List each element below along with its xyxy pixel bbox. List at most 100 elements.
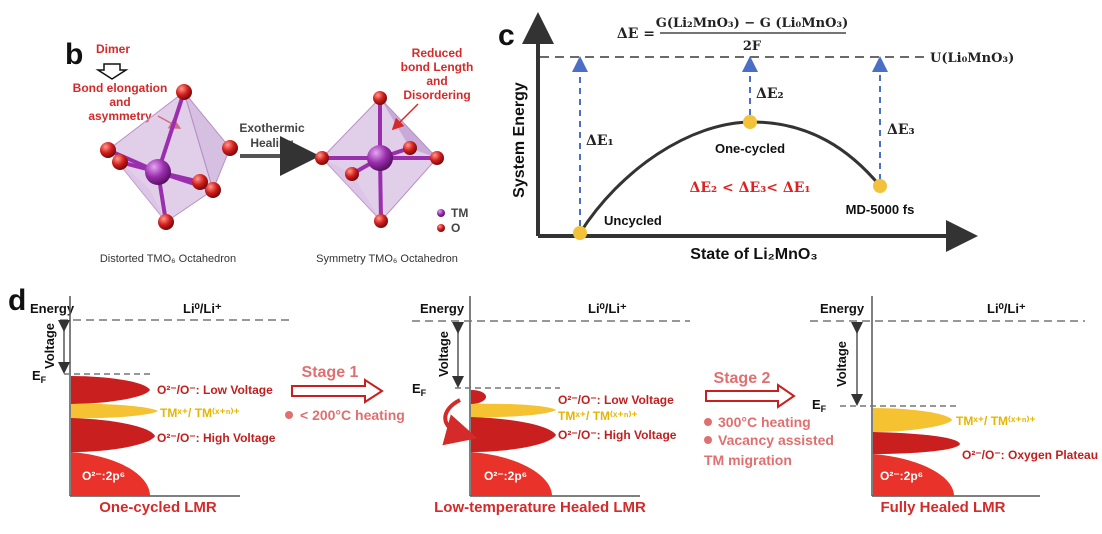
reduced-line4: Disordering	[403, 88, 470, 102]
o2p6-label: O²⁻:2p⁶	[484, 469, 527, 483]
stage1-label: Stage 1	[302, 364, 359, 381]
li-ref-label: Li⁰/Li⁺	[987, 301, 1026, 316]
o-atom	[222, 140, 238, 156]
panel-d: d Energy Li⁰/Li⁺ EF Voltage O²⁻:2p⁶ O²⁻/…	[8, 284, 1098, 516]
dimer-label: Dimer	[96, 42, 130, 56]
y-axis-label: System Energy	[511, 82, 528, 198]
o-low-label: O²⁻/O⁻: Low Voltage	[157, 383, 273, 397]
o-atom	[430, 151, 444, 165]
panel-c-letter: c	[498, 19, 515, 52]
o2p6-label: O²⁻:2p⁶	[880, 469, 923, 483]
title-one-cycled: One-cycled LMR	[99, 499, 217, 516]
tm-atom	[367, 145, 393, 171]
hollow-arrow-icon	[95, 63, 129, 80]
title-low-temp: Low-temperature Healed LMR	[434, 499, 646, 516]
uncycled-point	[573, 226, 587, 240]
bond-elongation-line3: asymmetry	[88, 109, 152, 123]
symmetric-octahedron	[315, 91, 444, 228]
o-low-band	[71, 376, 150, 404]
legend-o-icon	[437, 224, 445, 232]
symmetry-caption: Symmetry TMO₆ Octahedron	[316, 253, 458, 265]
ef-label: EF	[412, 381, 427, 398]
ef-label: EF	[32, 368, 47, 385]
stage2-label: Stage 2	[714, 370, 771, 387]
legend-tm-icon	[437, 209, 445, 217]
energy-label: Energy	[30, 301, 75, 316]
o-atom	[373, 91, 387, 105]
o-atom	[100, 142, 116, 158]
o-high-band	[471, 417, 556, 452]
tm-band	[873, 408, 952, 432]
panel-d-letter: d	[8, 284, 26, 317]
energy-label: Energy	[420, 301, 465, 316]
dos-diagram-1: Energy Li⁰/Li⁺ EF Voltage O²⁻:2p⁶ O²⁻/O⁻…	[30, 296, 290, 516]
one-cycled-label: One-cycled	[715, 141, 785, 156]
o-low-label: O²⁻/O⁻: Low Voltage	[558, 393, 674, 407]
reduced-line1: Reduced	[412, 46, 463, 60]
o-atom	[112, 154, 128, 170]
core-band	[71, 452, 150, 496]
voltage-label: Voltage	[436, 331, 451, 377]
uncycled-label: Uncycled	[604, 213, 662, 228]
tm-label: TMˣ⁺/ TM⁽ˣ⁺ⁿ⁾⁺	[956, 414, 1036, 428]
formula-denominator: 2F	[743, 39, 762, 54]
o-high-band	[71, 418, 155, 452]
voltage-label: Voltage	[42, 323, 57, 369]
o-plateau-band	[873, 432, 960, 454]
md-point	[873, 179, 887, 193]
one-cycled-point	[743, 115, 757, 129]
stage2-arrow-icon	[705, 383, 796, 409]
inequality-label: ΔE₂ < ΔE₃< ΔE₁	[689, 180, 810, 196]
energy-label: Energy	[820, 301, 865, 316]
bullet-icon	[704, 436, 712, 444]
stage1-arrow-icon	[291, 378, 384, 404]
stage2-step1: 300°C heating	[718, 414, 811, 430]
distorted-caption: Distorted TMO₆ Octahedron	[100, 253, 236, 265]
reduced-line3: and	[426, 74, 447, 88]
u-label: U(Li₀MnO₃)	[930, 51, 1014, 66]
de2-label: ΔE₂	[756, 86, 784, 102]
bond-elongation-line1: Bond elongation	[73, 81, 168, 95]
tm-band	[71, 403, 158, 419]
panel-c: c ΔE = G(Li₂MnO₃) − G (Li₀MnO₃) 2F Syste…	[498, 12, 1014, 263]
tm-label: TMˣ⁺/ TM⁽ˣ⁺ⁿ⁾⁺	[160, 406, 240, 420]
bullet-icon	[704, 418, 712, 426]
de1-label: ΔE₁	[586, 133, 614, 149]
o-atom	[192, 174, 208, 190]
legend-tm: TM	[451, 206, 468, 220]
o-high-label: O²⁻/O⁻: High Voltage	[157, 431, 276, 445]
li-ref-label: Li⁰/Li⁺	[588, 301, 627, 316]
o-atom	[403, 141, 417, 155]
dos-diagram-3: Energy Li⁰/Li⁺ EF Voltage O²⁻:2p⁶ TMˣ⁺/ …	[810, 296, 1098, 516]
dos-diagram-2: Energy Li⁰/Li⁺ EF Voltage O²⁻:2p⁶ O²⁻/O⁻…	[412, 296, 690, 516]
formula-numerator: G(Li₂MnO₃) − G (Li₀MnO₃)	[656, 16, 849, 31]
x-axis-label: State of Li₂MnO₃	[690, 246, 817, 263]
reduced-line2: bond Length	[401, 60, 474, 74]
md-label: MD-5000 fs	[846, 202, 915, 217]
o-plateau-label: O²⁻/O⁻: Oxygen Plateau	[962, 448, 1098, 462]
stage2-step2: Vacancy assisted	[718, 432, 834, 448]
stage-1: Stage 1 < 200°C heating	[285, 364, 405, 423]
exothermic-line2: Healing	[250, 136, 293, 150]
o-atom	[315, 151, 329, 165]
stage-2: Stage 2 300°C heating Vacancy assisted T…	[704, 370, 834, 468]
o-atom	[205, 182, 221, 198]
bullet-icon	[285, 411, 293, 419]
o-atom	[374, 214, 388, 228]
voltage-label: Voltage	[834, 341, 849, 387]
o-low-band	[471, 390, 486, 404]
formula-lhs: ΔE =	[617, 26, 655, 42]
reduced-pointer	[391, 103, 419, 131]
exothermic-line1: Exothermic	[239, 121, 305, 135]
migration-arrow	[442, 398, 478, 446]
stage1-step: < 200°C heating	[300, 407, 405, 423]
o2p6-label: O²⁻:2p⁶	[82, 469, 125, 483]
stage2-step3: TM migration	[704, 452, 792, 468]
o-atom	[158, 214, 174, 230]
core-band	[873, 454, 954, 496]
bond-elongation-line2: and	[109, 95, 130, 109]
tm-atom	[145, 159, 171, 185]
ef-label: EF	[812, 397, 827, 414]
core-band	[471, 452, 552, 496]
